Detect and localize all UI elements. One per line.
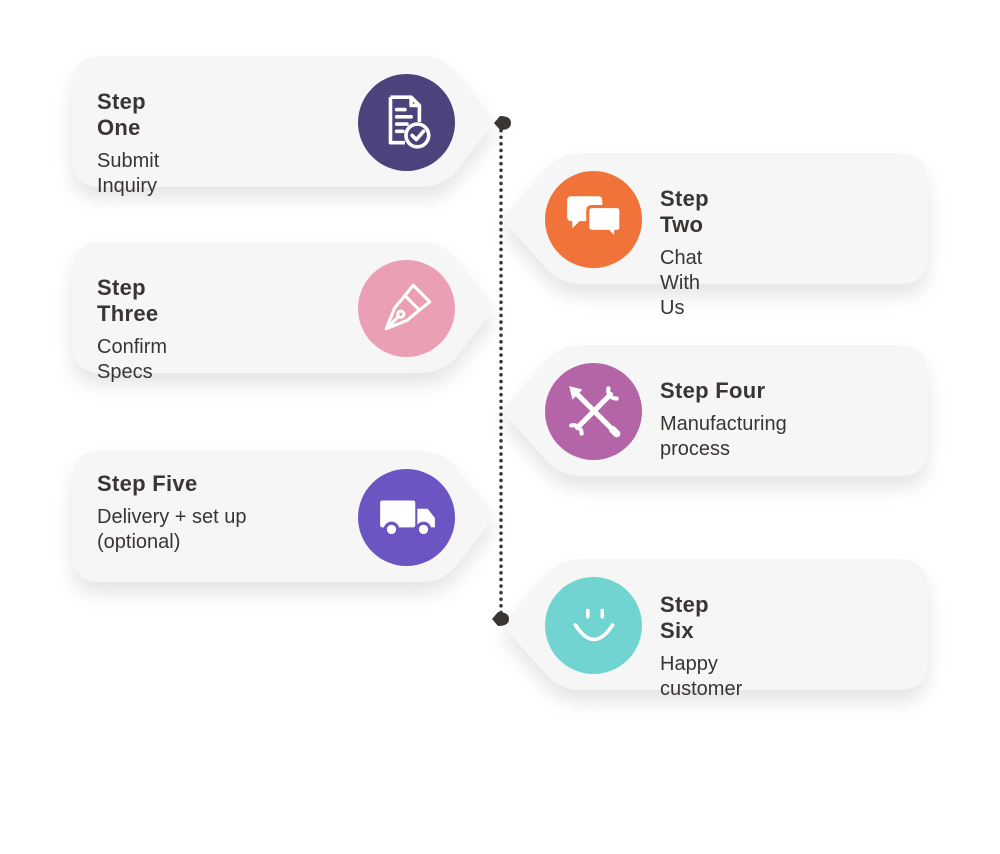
step-icon-circle xyxy=(545,170,642,268)
step-subtitle: Delivery + set up (optional) xyxy=(97,506,247,553)
step-icon-circle xyxy=(545,576,642,674)
timeline-start-marker xyxy=(494,116,511,130)
step-title: Step Two xyxy=(660,186,709,237)
truck-icon xyxy=(376,486,438,548)
wrench-tools-icon xyxy=(563,380,625,442)
step-subtitle: Manufacturing process xyxy=(660,413,787,460)
step-subtitle: Submit Inquiry xyxy=(97,150,160,197)
smiley-face-icon xyxy=(563,594,625,656)
step-title: Step Five xyxy=(97,471,198,496)
chat-bubbles-icon xyxy=(563,188,625,250)
step-icon-circle xyxy=(358,259,455,357)
step-title: Step Four xyxy=(660,378,766,403)
step-icon-circle xyxy=(545,362,642,460)
step-title: Step One xyxy=(97,89,146,140)
step-subtitle: Happy customer xyxy=(660,653,743,700)
step-icon-circle xyxy=(358,73,455,171)
step-title: Step Three xyxy=(97,275,159,326)
step-subtitle: Chat With Us xyxy=(660,247,703,319)
step-subtitle: Confirm Specs xyxy=(97,336,168,383)
timeline-end-marker xyxy=(492,612,509,626)
step-icon-circle xyxy=(358,468,455,566)
pen-nib-icon xyxy=(376,277,438,339)
step-title: Step Six xyxy=(660,592,709,643)
document-check-icon xyxy=(376,91,438,153)
